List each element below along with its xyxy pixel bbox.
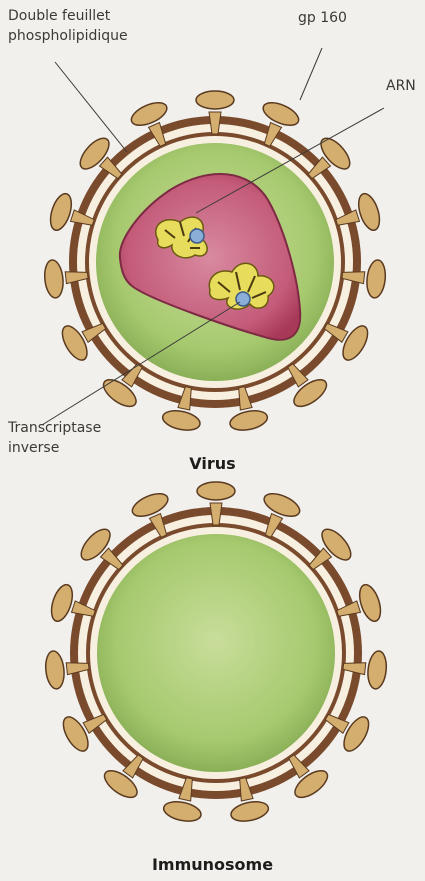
- label-arn: ARN: [386, 78, 416, 95]
- label-gp160: gp 160: [298, 10, 347, 27]
- leader-gp160: [300, 48, 322, 100]
- enzyme-1: [190, 229, 204, 243]
- enzyme-2: [236, 292, 250, 306]
- label-bilayer-line2: phospholipidique: [8, 28, 128, 45]
- leader-bilayer: [55, 62, 127, 152]
- label-bilayer-line1: Double feuillet: [8, 8, 110, 25]
- caption-virus: Virus: [0, 454, 425, 473]
- label-transcriptase-line1: Transcriptase: [8, 420, 101, 437]
- virus-particle: [42, 48, 387, 433]
- immunosome-particle: [44, 482, 388, 824]
- caption-immunosome: Immunosome: [0, 855, 425, 874]
- immunosome-core: [97, 534, 335, 772]
